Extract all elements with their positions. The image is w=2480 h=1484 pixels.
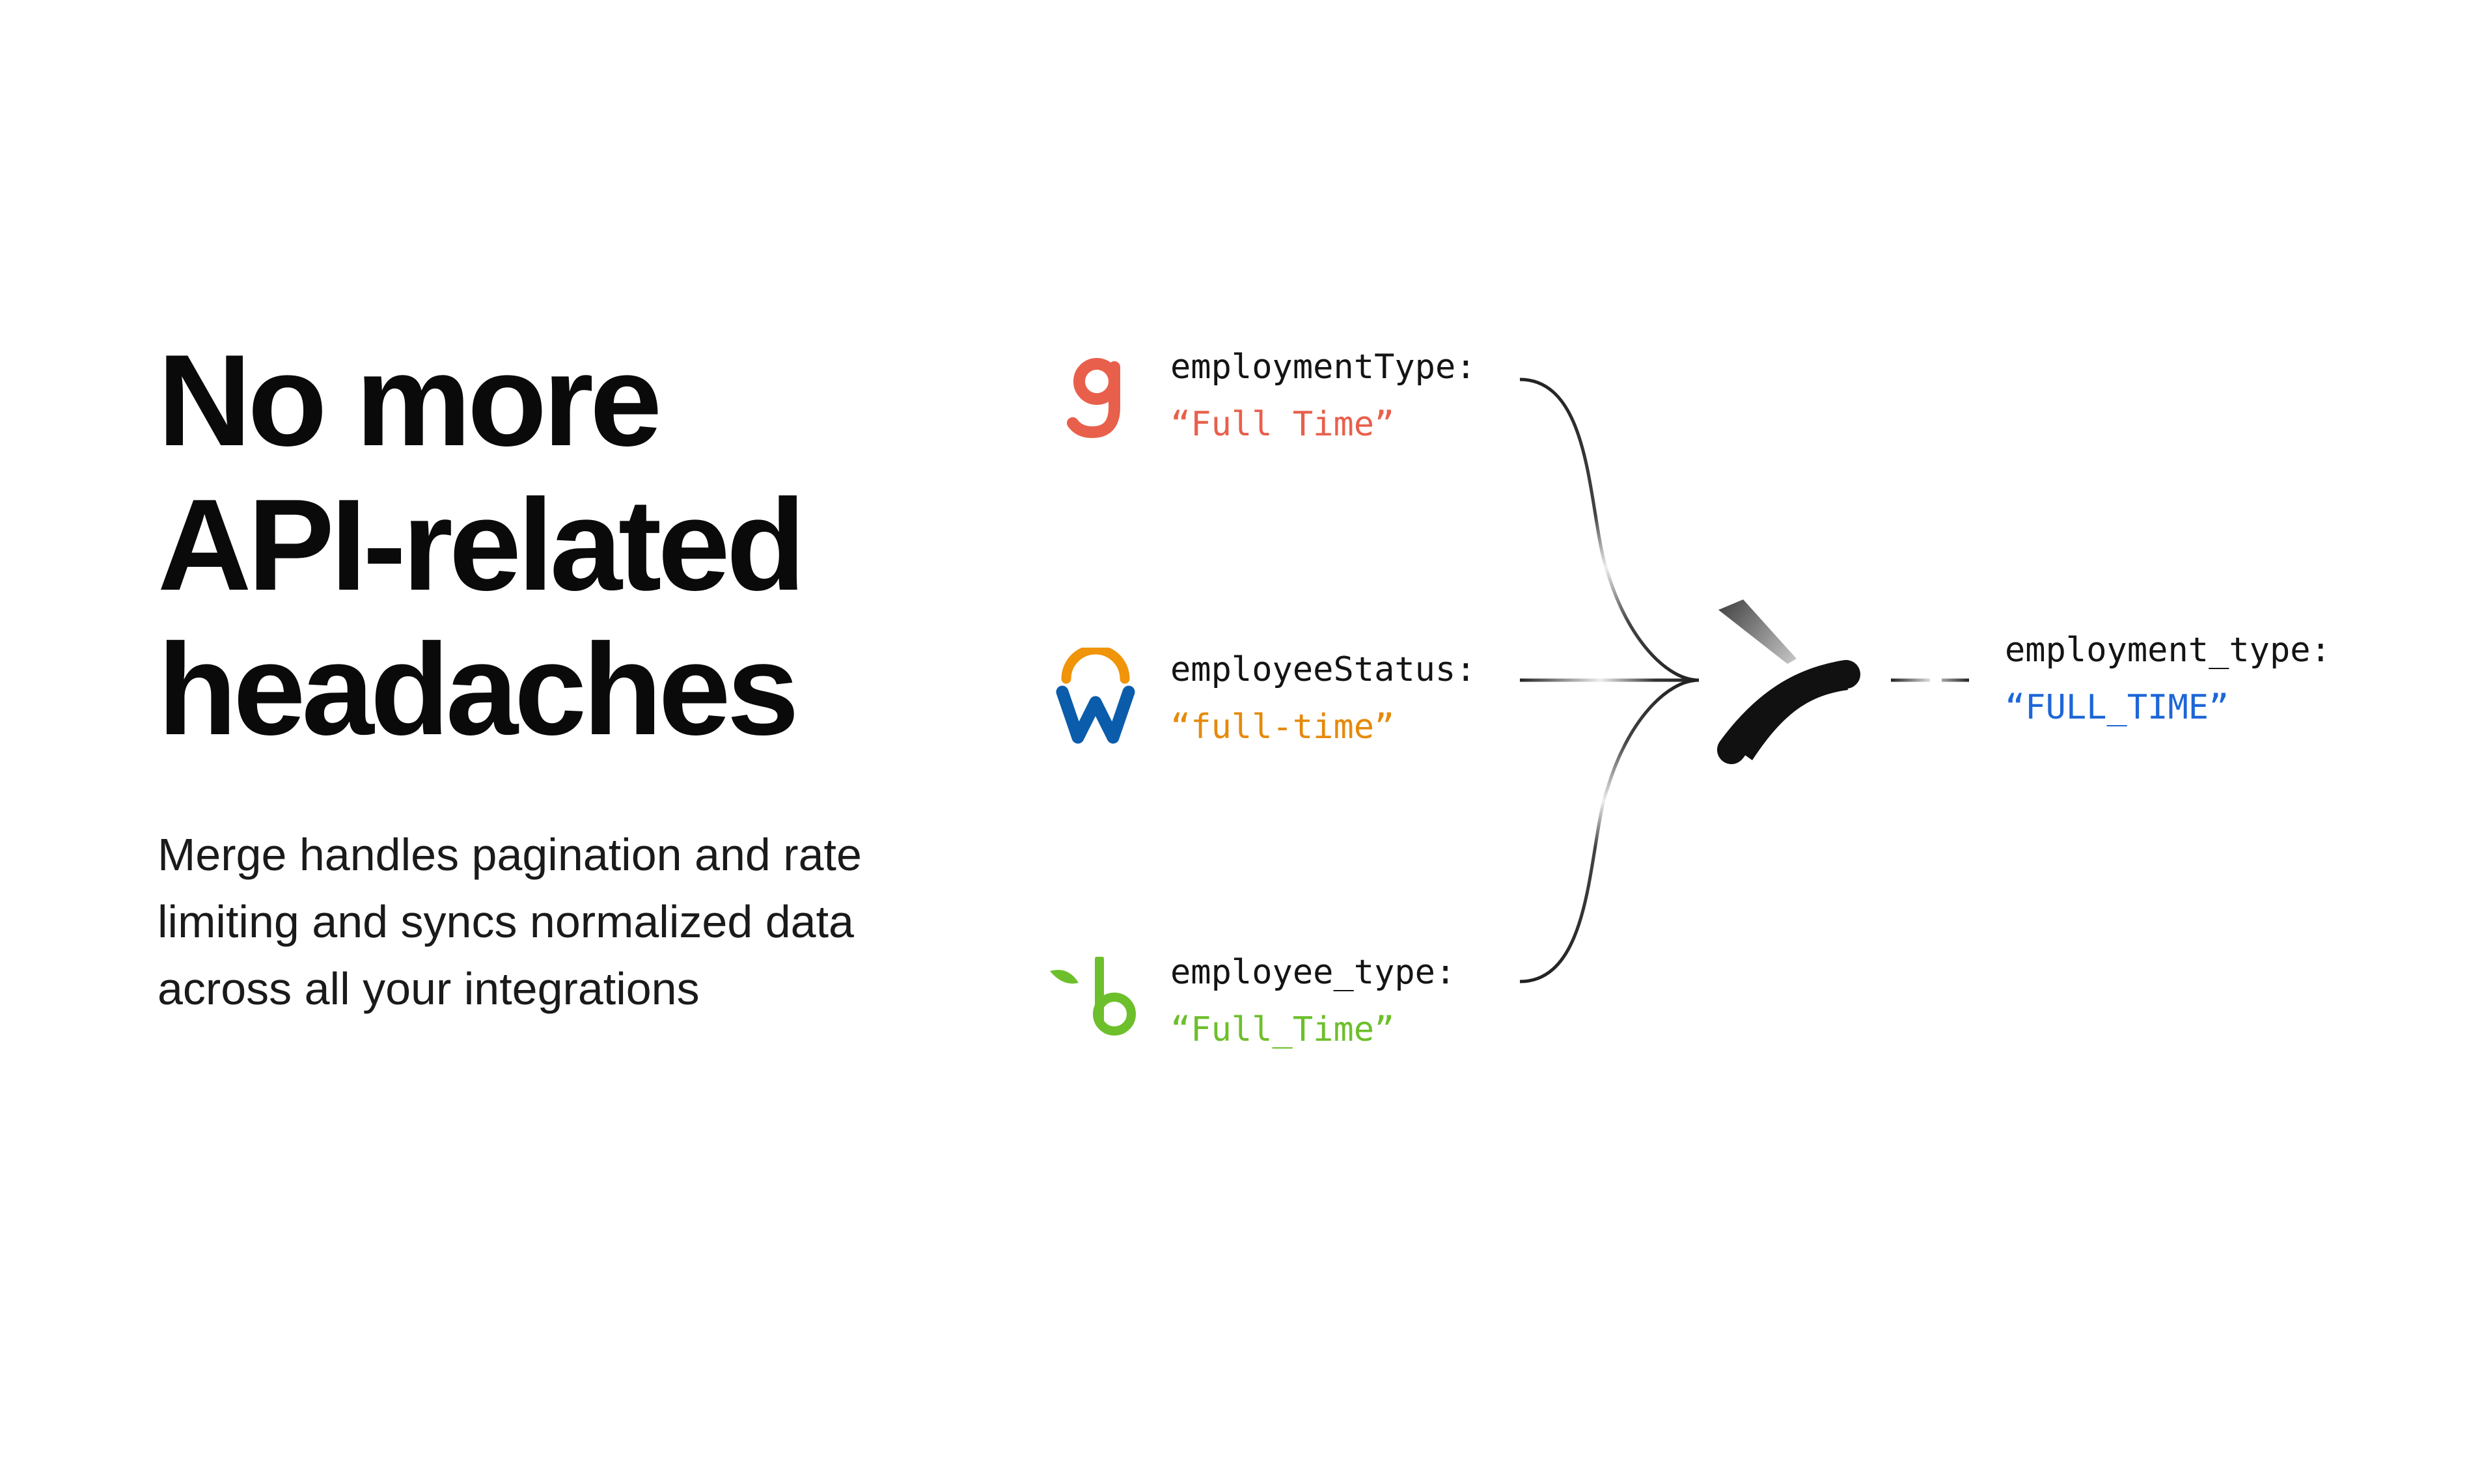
connector-gusto xyxy=(1519,378,1700,682)
source-value-bamboohr: “Full_Time” xyxy=(1170,1010,1395,1049)
source-field-gusto: employmentType: “Full Time” xyxy=(1170,338,1476,453)
output-field: employment_type: “FULL_TIME” xyxy=(2005,622,2331,736)
headline-line-2: API-related xyxy=(158,473,806,618)
source-key-bamboohr: employee_type: xyxy=(1170,953,1456,992)
headline-line-3: headaches xyxy=(158,617,799,762)
workday-logo-icon xyxy=(1056,648,1135,744)
merge-logo-icon xyxy=(1717,599,1860,764)
headline: No more API-related headaches xyxy=(158,329,1004,762)
source-key-gusto: employmentType: xyxy=(1170,348,1476,387)
output-value: “FULL_TIME” xyxy=(2005,688,2229,727)
subhead-line-3: across all your integrations xyxy=(158,963,700,1014)
g-logo-icon xyxy=(1067,358,1120,439)
subhead: Merge handles pagination and rate limiti… xyxy=(158,821,1004,1023)
bamboohr-logo-icon xyxy=(1050,957,1136,1036)
source-field-bamboohr: employee_type: “Full_Time” xyxy=(1170,944,1455,1058)
source-value-gusto: “Full Time” xyxy=(1170,405,1395,444)
source-value-workday: “full-time” xyxy=(1170,708,1395,747)
connector-bamboohr xyxy=(1519,678,1700,983)
subhead-line-2: limiting and syncs normalized data xyxy=(158,896,854,947)
source-key-workday: employeeStatus: xyxy=(1170,650,1476,689)
headline-line-1: No more xyxy=(158,328,662,473)
source-field-workday: employeeStatus: “full-time” xyxy=(1170,641,1476,756)
output-key: employment_type: xyxy=(2005,631,2331,670)
subhead-line-1: Merge handles pagination and rate xyxy=(158,829,862,880)
